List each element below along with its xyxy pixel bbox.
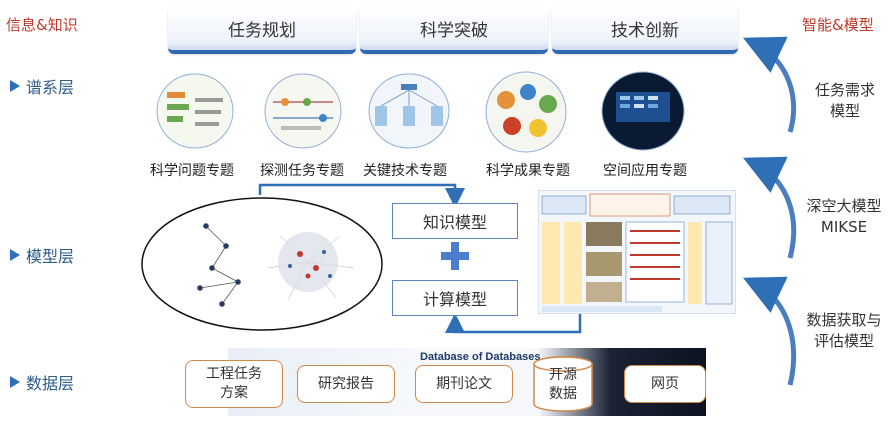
data-acquisition-model-label: 数据获取与 评估模型 — [806, 311, 882, 350]
tab-tech-innovation[interactable]: 技术创新 — [552, 6, 738, 54]
source-web-pages: 网页 — [624, 365, 706, 403]
tab-task-planning[interactable]: 任务规划 — [168, 6, 356, 54]
knowledge-model-box: 知识模型 — [392, 203, 518, 239]
compute-model-box: 计算模型 — [392, 280, 518, 316]
topic-science-results: 科学成果专题 — [486, 163, 570, 179]
source-journal-papers: 期刊论文 — [415, 365, 513, 403]
source-engineering-plan: 工程任务 方案 — [185, 360, 283, 408]
task-demand-model-label: 任务需求 模型 — [814, 81, 875, 120]
topic-science-question: 科学问题专题 — [150, 163, 234, 179]
intelligence-model-label: 智能&模型 — [802, 16, 874, 34]
flowchart-thumbnail — [538, 190, 736, 314]
science-results-thumbnail — [485, 71, 567, 153]
source-research-report: 研究报告 — [297, 365, 395, 403]
triangle-marker-icon — [10, 249, 20, 261]
deep-space-model-label: 深空大模型 MIKSE — [806, 197, 882, 236]
topic-space-app: 空间应用专题 — [603, 163, 687, 179]
triangle-marker-icon — [10, 80, 20, 92]
layer-model: 模型层 — [10, 243, 74, 267]
db-banner: Database of Databases — [420, 351, 541, 363]
topic-mission: 探测任务专题 — [260, 163, 344, 179]
science-question-thumbnail — [156, 73, 234, 149]
layer-data: 数据层 — [10, 370, 74, 394]
knowledge-graph-ellipse — [141, 197, 383, 331]
key-tech-thumbnail — [368, 73, 450, 149]
topic-key-tech: 关键技术专题 — [363, 163, 447, 179]
layer-lineage: 谱系层 — [10, 74, 74, 98]
source-open-data: 开源 数据 — [549, 367, 577, 402]
database-cylinder-icon — [533, 356, 593, 412]
mission-thumbnail — [264, 73, 342, 149]
tab-science-breakthrough[interactable]: 科学突破 — [360, 6, 548, 54]
space-app-thumbnail — [601, 71, 685, 151]
triangle-marker-icon — [10, 376, 20, 388]
info-knowledge-label: 信息&知识 — [6, 16, 78, 34]
plus-icon — [441, 242, 469, 270]
